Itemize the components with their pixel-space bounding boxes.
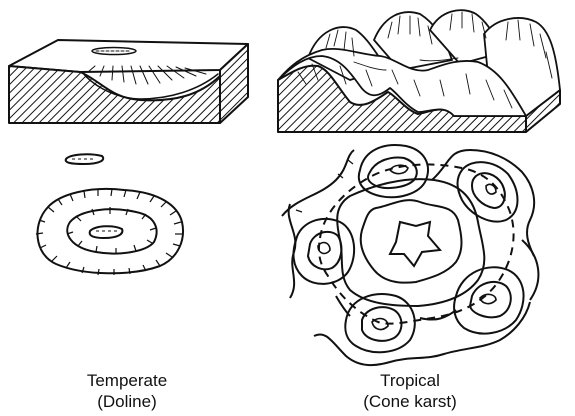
- temperate-caption: Temperate (Doline): [52, 370, 202, 412]
- cone-contour: [362, 307, 402, 341]
- cone-karst-contour-map: [282, 145, 538, 365]
- doline-block-diagram: [9, 40, 248, 123]
- central-depression-contour-middle: [361, 200, 462, 283]
- cone-contour: [308, 232, 341, 269]
- tropical-subtitle: (Cone karst): [325, 391, 495, 412]
- tropical-caption: Tropical (Cone karst): [325, 370, 495, 412]
- doline-hachures: [36, 189, 182, 275]
- doline-floor-contour: [90, 226, 123, 238]
- doline-contour-map: [36, 189, 183, 275]
- cone-contour: [454, 267, 523, 333]
- cone-contour: [294, 219, 355, 284]
- outer-contour: [420, 310, 456, 320]
- outer-contour: [522, 240, 538, 300]
- temperate-subtitle: (Doline): [52, 391, 202, 412]
- temperate-title: Temperate: [52, 370, 202, 391]
- doline-map-small: [66, 154, 104, 164]
- cone-contour: [472, 173, 505, 208]
- outer-contour: [282, 150, 354, 216]
- doline-block-top: [9, 40, 248, 72]
- tropical-title: Tropical: [325, 370, 495, 391]
- doline-inner-contour: [67, 209, 156, 253]
- cone-contour: [470, 282, 511, 317]
- outer-contour: [289, 204, 296, 298]
- central-depression-contour-inner: [390, 222, 440, 266]
- cone-karst-block-diagram: [278, 10, 560, 132]
- outer-contour: [336, 296, 350, 316]
- dashed-cone-link: [319, 164, 514, 323]
